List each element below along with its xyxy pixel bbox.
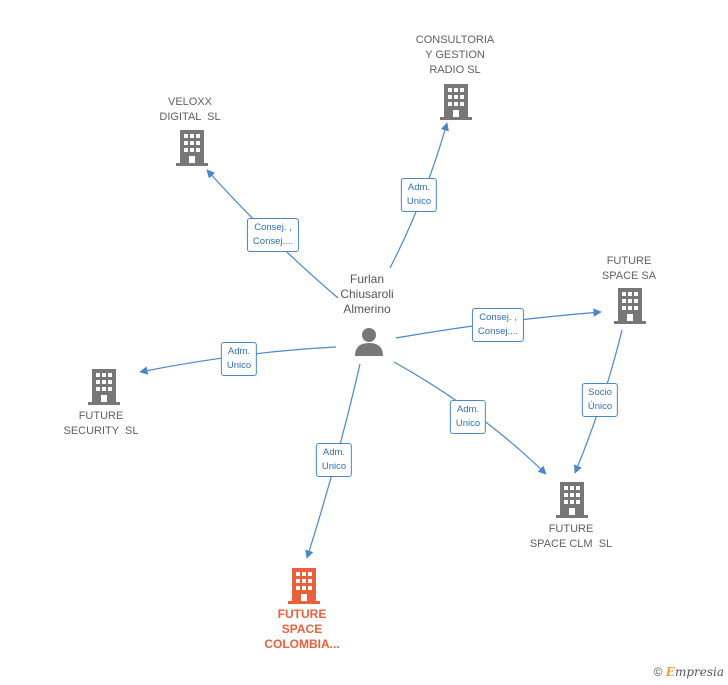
edge-label-consultoria[interactable]: Adm. Unico — [400, 178, 438, 212]
veloxx-label[interactable]: VELOXX DIGITAL SL — [159, 96, 221, 123]
copyright-icon: © — [653, 665, 663, 679]
future-space-clm-building-icon[interactable] — [556, 482, 588, 518]
consultoria-label[interactable]: CONSULTORIA Y GESTION RADIO SL — [415, 34, 495, 76]
edge-label-future-security[interactable]: Adm. Unico — [220, 342, 258, 376]
edge-label-future-space-clm[interactable]: Adm. Unico — [449, 400, 487, 434]
future-space-sa-label[interactable]: FUTURE SPACE SA — [601, 255, 657, 282]
edge-label-future-space-sa[interactable]: Consej. , Consej.... — [471, 308, 525, 342]
future-space-clm-label[interactable]: FUTURE SPACE CLM SL — [529, 523, 613, 550]
brand-logo[interactable]: Empresia — [665, 665, 724, 679]
person-name[interactable]: Furlan Chiusaroli Almerino — [340, 272, 394, 316]
future-space-sa-building-icon[interactable] — [614, 288, 646, 324]
edge-label-veloxx[interactable]: Consej. , Consej.... — [246, 218, 300, 252]
edge-label-future-space-colombia[interactable]: Adm. Unico — [315, 443, 353, 477]
future-space-colombia-label[interactable]: FUTURE SPACE COLOMBIA... — [264, 607, 340, 651]
future-security-building-icon[interactable] — [88, 369, 120, 405]
person-icon[interactable] — [354, 326, 384, 356]
edge-label-sa-to-clm[interactable]: Socio Único — [581, 383, 619, 417]
future-space-colombia-building-icon[interactable] — [288, 568, 320, 604]
veloxx-building-icon[interactable] — [176, 130, 208, 166]
consultoria-building-icon[interactable] — [440, 84, 472, 120]
future-security-label[interactable]: FUTURE SECURITY SL — [63, 410, 139, 437]
footer-credit: © Empresia — [654, 665, 724, 679]
